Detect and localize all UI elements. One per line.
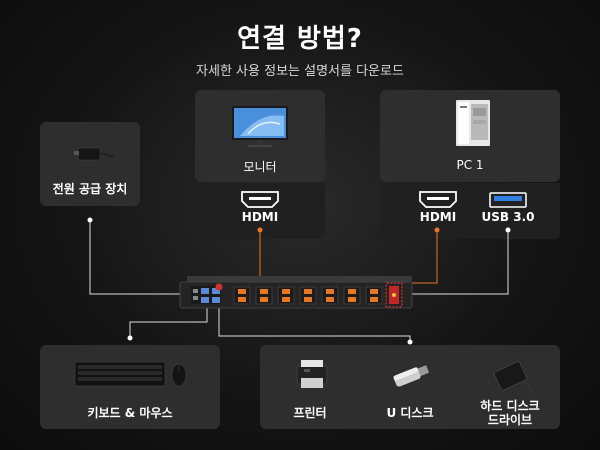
- usb-drive-icon: [393, 365, 430, 387]
- pc-usb-label: USB 3.0: [481, 210, 535, 224]
- pc-hdmi-label: HDMI: [419, 210, 457, 224]
- mouse-icon: [171, 363, 187, 387]
- pc-label: PC 1: [456, 158, 484, 172]
- keyboard-line: [129, 308, 208, 338]
- keyboard-icon: [74, 361, 166, 387]
- connection-dots: [87, 217, 511, 345]
- pc-tower-icon: [456, 100, 490, 146]
- udisk-label: U 디스크: [386, 406, 434, 420]
- kvm-switch: [179, 276, 413, 309]
- power-supply-label: 전원 공급 장치: [52, 182, 128, 196]
- hdd-label-line1: 하드 디스크: [480, 399, 540, 413]
- monitor-icon: [232, 106, 288, 147]
- monitor-hdmi-label: HDMI: [241, 210, 279, 224]
- monitor-hdmi-icon: [241, 191, 279, 208]
- hdd-label-line2: 드라이브: [487, 413, 533, 427]
- monitor-label: 모니터: [243, 160, 277, 174]
- peripherals-line: [218, 308, 411, 342]
- hard-disk-icon: [493, 361, 533, 397]
- keyboard-card: [40, 345, 220, 429]
- pc-usb-line: [404, 230, 509, 295]
- printer-icon: [296, 360, 328, 388]
- page-subtitle: 자세한 사용 정보는 설명서를 다운로드: [196, 64, 404, 79]
- pc-hdmi-icon: [419, 191, 457, 208]
- page-title: 연결 방법?: [237, 24, 363, 54]
- printer-label: 프린터: [293, 406, 327, 420]
- power-adapter-icon: [74, 147, 115, 161]
- pc-port-panel: [380, 183, 560, 239]
- keyboard-label: 키보드 & 마우스: [87, 406, 173, 420]
- power-supply-card: [40, 122, 140, 206]
- usb-port-icon: [489, 192, 527, 208]
- kvm-port-groups: [233, 286, 383, 305]
- monitor-line: [238, 230, 261, 284]
- power-line: [89, 220, 190, 295]
- pc-hdmi-line: [398, 230, 438, 284]
